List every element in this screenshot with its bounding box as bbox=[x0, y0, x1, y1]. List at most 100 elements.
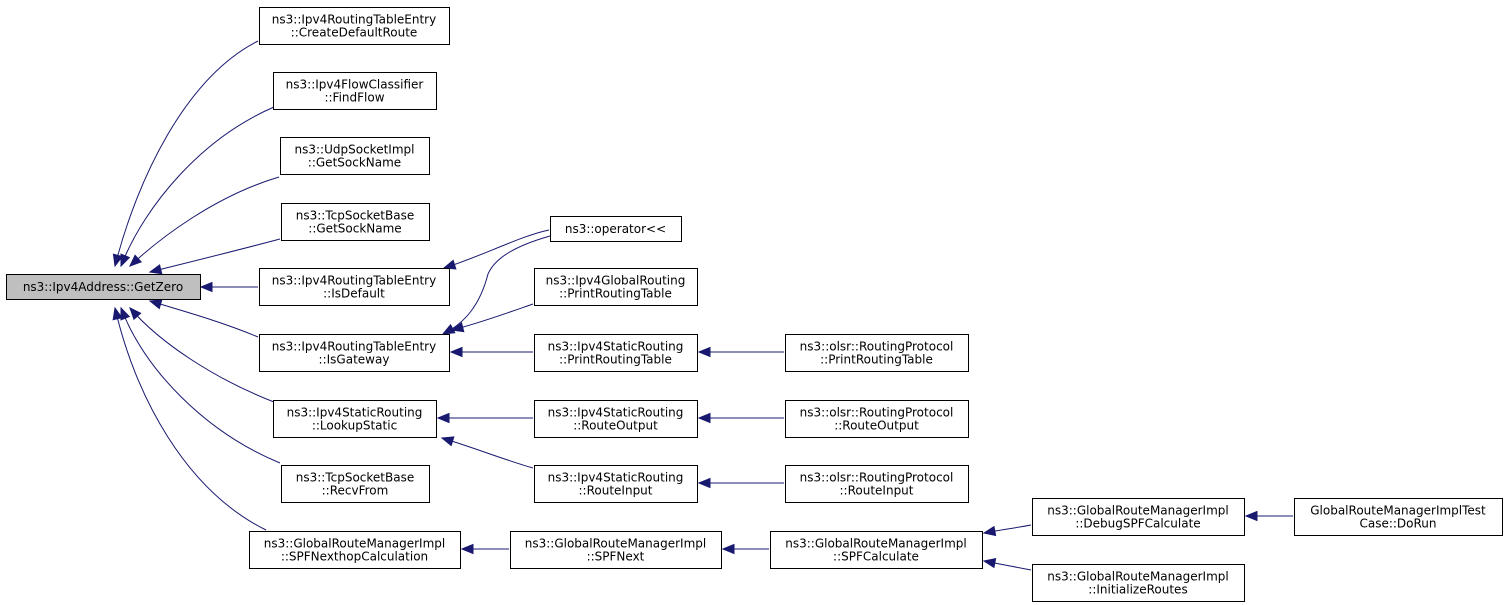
node-tcp-getsockname[interactable]: ns3::TcpSocketBase::GetSockName bbox=[281, 203, 430, 241]
edge-spfnexthop-to-getzero bbox=[112, 306, 267, 531]
edge-line bbox=[443, 229, 550, 269]
node-static-routeinput[interactable]: ns3::Ipv4StaticRouting::RouteInput bbox=[534, 465, 698, 503]
node-box bbox=[785, 465, 969, 503]
edge-line bbox=[442, 235, 551, 335]
node-label-line: ns3::GlobalRouteManagerImpl bbox=[1047, 570, 1228, 584]
node-label-line: ns3::TcpSocketBase bbox=[296, 209, 414, 223]
edge-line bbox=[441, 437, 534, 469]
arrow-head-icon bbox=[148, 299, 163, 310]
node-olsr-routeinput[interactable]: ns3::olsr::RoutingProtocol::RouteInput bbox=[785, 465, 969, 503]
arrow-head-icon bbox=[148, 264, 163, 275]
node-static-printrt[interactable]: ns3::Ipv4StaticRouting::PrintRoutingTabl… bbox=[534, 334, 698, 372]
edge-line bbox=[114, 307, 267, 531]
node-box bbox=[770, 531, 983, 569]
node-box bbox=[249, 531, 461, 569]
node-label-line: ::PrintRoutingTable bbox=[820, 353, 933, 367]
node-label-line: ns3::GlobalRouteManagerImpl bbox=[785, 537, 966, 551]
node-isdefault[interactable]: ns3::Ipv4RoutingTableEntry::IsDefault bbox=[259, 268, 450, 306]
node-operator[interactable]: ns3::operator<< bbox=[550, 216, 682, 242]
edge-spfcalculate-to-spfnext bbox=[721, 543, 769, 555]
node-label-line: ns3::Ipv4StaticRouting bbox=[548, 406, 684, 420]
arrow-head-icon bbox=[129, 254, 143, 267]
node-label-line: ::InitializeRoutes bbox=[1088, 583, 1187, 597]
arrow-head-icon bbox=[199, 281, 213, 293]
node-spfnext[interactable]: ns3::GlobalRouteManagerImpl::SPFNext bbox=[510, 531, 722, 569]
edge-isgateway-to-getzero bbox=[148, 299, 259, 338]
arrow-head-icon bbox=[440, 436, 455, 447]
node-createdefaultroute[interactable]: ns3::Ipv4RoutingTableEntry::CreateDefaul… bbox=[259, 7, 450, 45]
node-global-printrt[interactable]: ns3::Ipv4GlobalRouting::PrintRoutingTabl… bbox=[534, 268, 698, 306]
arrow-head-icon bbox=[442, 259, 457, 270]
node-udp-getsockname[interactable]: ns3::UdpSocketImpl::GetSockName bbox=[280, 137, 430, 175]
node-label-line: ns3::Ipv4Address::GetZero bbox=[23, 280, 183, 294]
node-box bbox=[281, 203, 430, 241]
node-recvfrom[interactable]: ns3::TcpSocketBase::RecvFrom bbox=[281, 465, 430, 503]
node-spfcalculate[interactable]: ns3::GlobalRouteManagerImpl::SPFCalculat… bbox=[770, 531, 983, 569]
node-debugspf[interactable]: ns3::GlobalRouteManagerImpl::DebugSPFCal… bbox=[1032, 498, 1245, 536]
node-label-line: ns3::operator<< bbox=[565, 222, 666, 236]
arrow-head-icon bbox=[120, 253, 131, 268]
arrow-head-icon bbox=[449, 346, 463, 358]
node-label-line: ::SPFNexthopCalculation bbox=[281, 550, 428, 564]
node-olsr-routeoutput[interactable]: ns3::olsr::RoutingProtocol::RouteOutput bbox=[785, 400, 969, 438]
node-label-line: ::CreateDefaultRoute bbox=[291, 26, 418, 40]
edge-line bbox=[114, 40, 259, 267]
edge-findflow-to-getzero bbox=[120, 106, 275, 268]
node-box bbox=[534, 268, 698, 306]
edge-tcp-getsockname-to-getzero bbox=[148, 238, 281, 275]
arrow-head-icon bbox=[436, 412, 450, 424]
edge-lookupstatic-to-getzero bbox=[129, 307, 275, 403]
edge-global-printrt-to-isgateway bbox=[450, 303, 534, 333]
node-label-line: ::SPFNext bbox=[587, 550, 645, 564]
node-label-line: ns3::GlobalRouteManagerImpl bbox=[1047, 504, 1228, 518]
node-label-line: ::PrintRoutingTable bbox=[559, 287, 672, 301]
node-label-line: ns3::Ipv4RoutingTableEntry bbox=[272, 340, 436, 354]
node-box bbox=[6, 274, 201, 300]
node-initroutes[interactable]: ns3::GlobalRouteManagerImpl::InitializeR… bbox=[1032, 564, 1245, 602]
node-static-routeoutput[interactable]: ns3::Ipv4StaticRouting::RouteOutput bbox=[534, 400, 698, 438]
node-label-line: ::IsDefault bbox=[323, 287, 385, 301]
edge-initroutes-to-spfcalculate bbox=[982, 557, 1032, 571]
edge-line bbox=[149, 300, 259, 338]
node-label-line: Case::DoRun bbox=[1359, 517, 1436, 531]
edge-line bbox=[120, 307, 281, 464]
node-label-line: ns3::Ipv4StaticRouting bbox=[548, 340, 684, 354]
node-label-line: ::RouteInput bbox=[840, 484, 914, 498]
edge-static-routeoutput-to-lookupstatic bbox=[436, 412, 533, 424]
node-label-line: ns3::Ipv4GlobalRouting bbox=[546, 274, 686, 288]
edge-createdefaultroute-to-getzero bbox=[112, 40, 259, 268]
edge-line bbox=[120, 106, 275, 267]
node-label-line: ::SPFCalculate bbox=[833, 550, 919, 564]
node-box bbox=[785, 400, 969, 438]
arrow-head-icon bbox=[982, 557, 997, 569]
node-box bbox=[534, 334, 698, 372]
edge-debugspf-to-spfcalculate bbox=[982, 524, 1032, 537]
edges-layer bbox=[112, 40, 1293, 571]
arrow-head-icon bbox=[112, 306, 123, 321]
edge-recvfrom-to-getzero bbox=[120, 306, 281, 464]
arrow-head-icon bbox=[441, 323, 456, 335]
node-label-line: GlobalRouteManagerImplTest bbox=[1310, 504, 1486, 518]
edge-static-routeinput-to-lookupstatic bbox=[440, 436, 534, 469]
arrow-head-icon bbox=[460, 543, 474, 555]
arrow-head-icon bbox=[1244, 510, 1258, 522]
node-getzero[interactable]: ns3::Ipv4Address::GetZero bbox=[6, 274, 201, 300]
edge-line bbox=[451, 303, 534, 331]
node-label-line: ::LookupStatic bbox=[312, 419, 397, 433]
arrow-head-icon bbox=[112, 253, 123, 268]
node-label-line: ns3::GlobalRouteManagerImpl bbox=[525, 537, 706, 551]
node-label-line: ns3::GlobalRouteManagerImpl bbox=[264, 537, 445, 551]
node-box bbox=[534, 465, 698, 503]
node-isgateway[interactable]: ns3::Ipv4RoutingTableEntry::IsGateway bbox=[259, 334, 450, 372]
node-label-line: ns3::Ipv4RoutingTableEntry bbox=[272, 13, 436, 27]
node-olsr-printrt[interactable]: ns3::olsr::RoutingProtocol::PrintRouting… bbox=[785, 334, 969, 372]
node-findflow[interactable]: ns3::Ipv4FlowClassifier::FindFlow bbox=[273, 72, 437, 110]
arrow-head-icon bbox=[129, 307, 142, 321]
node-box bbox=[259, 268, 450, 306]
node-lookupstatic[interactable]: ns3::Ipv4StaticRouting::LookupStatic bbox=[273, 400, 437, 438]
node-box bbox=[1032, 564, 1245, 602]
node-spfnexthop[interactable]: ns3::GlobalRouteManagerImpl::SPFNexthopC… bbox=[249, 531, 461, 569]
arrow-head-icon bbox=[982, 525, 997, 537]
node-label-line: ::RecvFrom bbox=[322, 484, 389, 498]
